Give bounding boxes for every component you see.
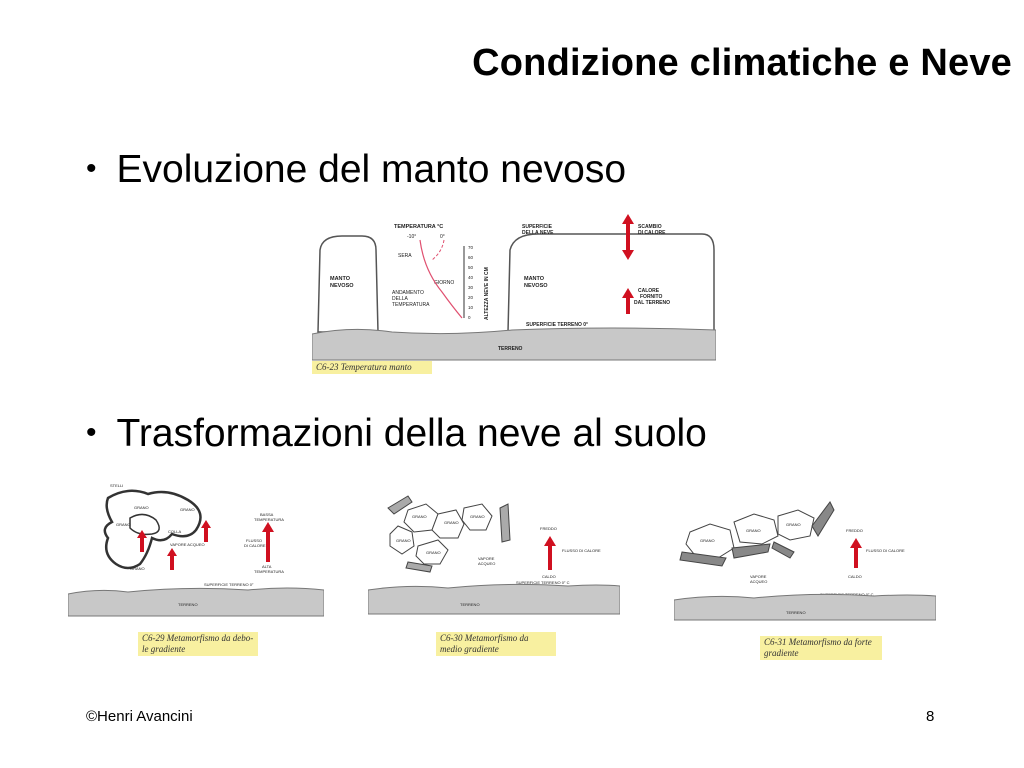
hatched-crystals [387, 495, 511, 573]
t-cold-label: -10° [407, 234, 416, 240]
grano-label-4: GRANO [396, 538, 411, 543]
snow-grain-blob [103, 489, 202, 570]
grano-label-1: GRANO [134, 505, 149, 510]
grano-label-2: GRANO [444, 520, 459, 525]
grano-label-1: GRANO [412, 514, 427, 519]
temperature-curve-sera [419, 239, 463, 319]
snowpack-left [317, 235, 379, 333]
freddo-label: FREDDO [540, 526, 557, 531]
scale-50: 50 [468, 265, 474, 270]
superficie-terreno-label: SUPERFICIE TERRENO 0° [526, 322, 588, 328]
scale-10: 10 [468, 305, 474, 310]
grano-label-5: GRANO [426, 550, 441, 555]
scale-70: 70 [468, 245, 474, 250]
scale-60: 60 [468, 255, 474, 260]
colla-label: COLLA [168, 529, 181, 534]
caption-c6-30: C6-30 Metamorfismo da medio gradiente [436, 632, 556, 656]
hatched-crystals [679, 501, 835, 567]
exchange-arrow [622, 214, 634, 260]
heat-flow-arrow [262, 522, 274, 562]
ground-shape [68, 587, 324, 617]
scale-0: 0 [468, 315, 471, 320]
flusso-label: FLUSSO DI CALORE [866, 548, 905, 553]
heat-arrow [622, 288, 634, 314]
ground-shape [368, 583, 620, 615]
caption-c6-31: C6-31 Metamorfismo da forte gradiente [760, 636, 882, 660]
ground-shape [312, 327, 716, 361]
scale-30: 30 [468, 285, 474, 290]
inner-blob [129, 513, 160, 536]
bullet-text: Trasformazioni della neve al suolo [116, 412, 707, 455]
grain-crystals [389, 503, 493, 565]
grano-label-4: GRANO [130, 566, 145, 571]
grano-label-3: GRANO [786, 522, 801, 527]
altezza-label: ALTEZZA NEVE IN CM [484, 267, 490, 320]
flusso-label: FLUSSO DI CALORE [562, 548, 601, 553]
grano-label-2: GRANO [746, 528, 761, 533]
grano-label-3: GRANO [116, 522, 131, 527]
bullet-dot: • [86, 152, 97, 185]
caption-c6-23: C6-23 Temperatura manto [312, 361, 432, 374]
caldo-label: CALDO [848, 574, 862, 579]
scale-20: 20 [468, 295, 474, 300]
footer-copyright: ©Henri Avancini [86, 708, 193, 725]
bullet-text: Evoluzione del manto nevoso [116, 148, 627, 191]
freddo-label: FREDDO [846, 528, 863, 533]
metamorphism-weak-figure: STELLI GRANO GRANO GRANO GRANO COLLA VAP… [68, 483, 324, 617]
bullet-evoluzione: • Evoluzione del manto nevoso [86, 148, 626, 192]
grain-crystals [685, 509, 815, 559]
superficie-label: SUPERFICIE TERRENO 0° [204, 582, 254, 587]
terreno-label: TERRENO [786, 610, 806, 615]
stelle-label: STELLI [110, 483, 123, 488]
terreno-label: TERRENO [498, 346, 523, 352]
grano-label-3: GRANO [470, 514, 485, 519]
bullet-trasformazioni: • Trasformazioni della neve al suolo [86, 412, 707, 456]
sera-label: SERA [398, 253, 412, 259]
terreno-label: TERRENO [178, 602, 198, 607]
page-number: 8 [926, 708, 935, 725]
temperature-curve-giorno [431, 239, 445, 261]
superficie-label: SUPERFICIE TERRENO 0° C [516, 580, 570, 585]
temperatura-label: TEMPERATURA °C [394, 224, 443, 230]
terreno-label: TERRENO [460, 602, 480, 607]
t-zero-label: 0° [440, 234, 445, 240]
scale-40: 40 [468, 275, 474, 280]
bullet-dot: • [86, 416, 97, 449]
caption-c6-29: C6-29 Metamorfismo da debo- le gradiente [138, 632, 258, 656]
heat-flow-arrow [544, 536, 556, 570]
caldo-label: CALDO [542, 574, 556, 579]
height-scale-labels: 70 60 50 40 30 20 10 0 [468, 245, 474, 320]
heat-flow-arrow [850, 538, 862, 568]
vapor-arrows [137, 520, 211, 570]
ground-shape [674, 593, 936, 621]
vapore-label: VAPORE ACQUEO [170, 542, 205, 547]
grano-label-2: GRANO [180, 507, 195, 512]
giorno-label: GIORNO [434, 280, 454, 286]
snowpack-right [507, 233, 715, 333]
grano-label-1: GRANO [700, 538, 715, 543]
slide-title: Condizione climatiche e Neve [472, 42, 1012, 84]
